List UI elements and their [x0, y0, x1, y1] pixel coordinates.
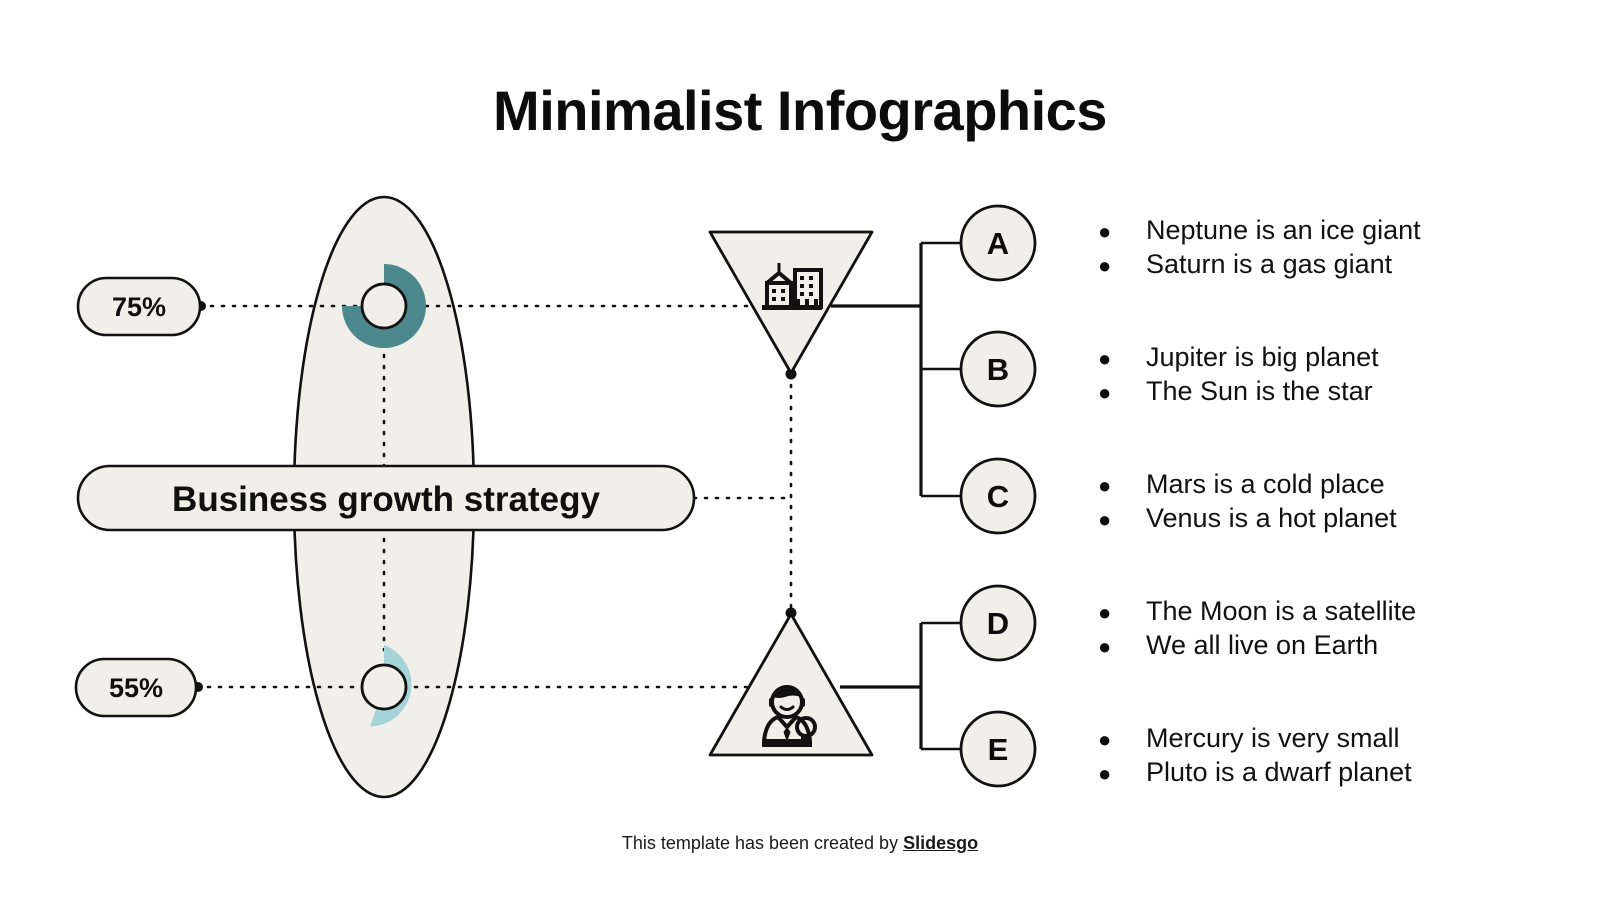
node-circle-d-label: D: [987, 606, 1009, 641]
bullet-text: The Sun is the star: [1146, 376, 1373, 406]
metric-badge-75[interactable]: 75%: [76, 276, 202, 337]
bullet-group-a: ● Neptune is an ice giant ● Saturn is a …: [1098, 214, 1421, 282]
bullet-text: Neptune is an ice giant: [1146, 215, 1421, 245]
branch-lower-connectors: [840, 621, 962, 751]
bullet-group-b: ● Jupiter is big planet ● The Sun is the…: [1098, 341, 1379, 409]
metric-badge-55-shape: [74, 657, 198, 718]
list-item: ● The Sun is the star: [1098, 375, 1379, 409]
list-item: ● Venus is a hot planet: [1098, 502, 1397, 536]
bullet-text: Pluto is a dwarf planet: [1146, 757, 1412, 787]
bullet-group-c: ● Mars is a cold place ● Venus is a hot …: [1098, 468, 1397, 536]
list-item: ● Jupiter is big planet: [1098, 341, 1379, 375]
bullet-dot-icon: ●: [1098, 380, 1112, 405]
bullet-dot-icon: ●: [1098, 507, 1112, 532]
bullet-dot-icon: ●: [1098, 473, 1112, 498]
footer-credit: This template has been created by Slides…: [0, 833, 1600, 854]
node-circle-a-shape: [959, 204, 1037, 282]
branch-upper-triangle[interactable]: [708, 230, 874, 375]
bullet-group-d: ● The Moon is a satellite ● We all live …: [1098, 595, 1416, 663]
center-strategy-pill[interactable]: Business growth strategy: [76, 464, 696, 532]
donut-55-hub: [360, 663, 408, 711]
node-circle-c[interactable]: C: [959, 457, 1037, 535]
bullet-dot-icon: ●: [1098, 253, 1112, 278]
donut-chart-55: [360, 645, 412, 727]
bullet-text: Mercury is very small: [1146, 723, 1400, 753]
businessman-idea-icon: [762, 685, 817, 747]
metric-badge-55[interactable]: 55%: [74, 657, 198, 718]
donut-75-hub: [360, 282, 408, 330]
bullet-group-e: ● Mercury is very small ● Pluto is a dwa…: [1098, 722, 1412, 790]
bullet-dot-icon: ●: [1098, 634, 1112, 659]
node-circle-a-label: A: [987, 226, 1009, 261]
node-circle-d-shape: [959, 584, 1037, 662]
metric-badge-75-shape: [76, 276, 202, 337]
node-circle-e-shape: [959, 710, 1037, 788]
list-item: ● The Moon is a satellite: [1098, 595, 1416, 629]
bullet-dot-icon: ●: [1098, 727, 1112, 752]
list-item: ● We all live on Earth: [1098, 629, 1416, 663]
bullet-text: Jupiter is big planet: [1146, 342, 1379, 372]
center-strategy-pill-shape: [76, 464, 696, 532]
list-item: ● Mercury is very small: [1098, 722, 1412, 756]
node-circle-c-label: C: [987, 479, 1009, 514]
list-item: ● Mars is a cold place: [1098, 468, 1397, 502]
bullet-dot-icon: ●: [1098, 761, 1112, 786]
node-circle-c-shape: [959, 457, 1037, 535]
branch-lower-triangle[interactable]: [708, 612, 874, 757]
list-item: ● Neptune is an ice giant: [1098, 214, 1421, 248]
list-item: ● Saturn is a gas giant: [1098, 248, 1421, 282]
list-item: ● Pluto is a dwarf planet: [1098, 756, 1412, 790]
node-circle-b-shape: [959, 330, 1037, 408]
node-circle-e[interactable]: E: [959, 710, 1037, 788]
bullet-text: We all live on Earth: [1146, 630, 1379, 660]
node-circle-b-label: B: [987, 352, 1009, 387]
bullet-dot-icon: ●: [1098, 346, 1112, 371]
center-strategy-pill-label: Business growth strategy: [172, 480, 600, 519]
metric-badge-55-label: 55%: [109, 673, 163, 703]
bullet-text: Saturn is a gas giant: [1146, 249, 1393, 279]
node-circle-a[interactable]: A: [959, 204, 1037, 282]
bullet-text: Venus is a hot planet: [1146, 503, 1397, 533]
bullet-text: Mars is a cold place: [1146, 469, 1385, 499]
buildings-icon: [762, 263, 823, 310]
bullet-dot-icon: ●: [1098, 219, 1112, 244]
metric-badge-75-label: 75%: [112, 292, 166, 322]
donut-chart-75: [342, 264, 426, 348]
triangle-up-shape: [708, 612, 874, 757]
footer-prefix: This template has been created by: [621, 833, 904, 853]
branch-upper-connectors: [831, 241, 962, 498]
bullet-text: The Moon is a satellite: [1146, 596, 1417, 626]
node-circle-b[interactable]: B: [959, 330, 1037, 408]
node-circle-e-label: E: [988, 732, 1009, 767]
node-circle-d[interactable]: D: [959, 584, 1037, 662]
bullet-dot-icon: ●: [1098, 600, 1112, 625]
page-title: Minimalist Infographics: [493, 79, 1107, 142]
footer-brand-link[interactable]: Slidesgo: [903, 833, 979, 853]
